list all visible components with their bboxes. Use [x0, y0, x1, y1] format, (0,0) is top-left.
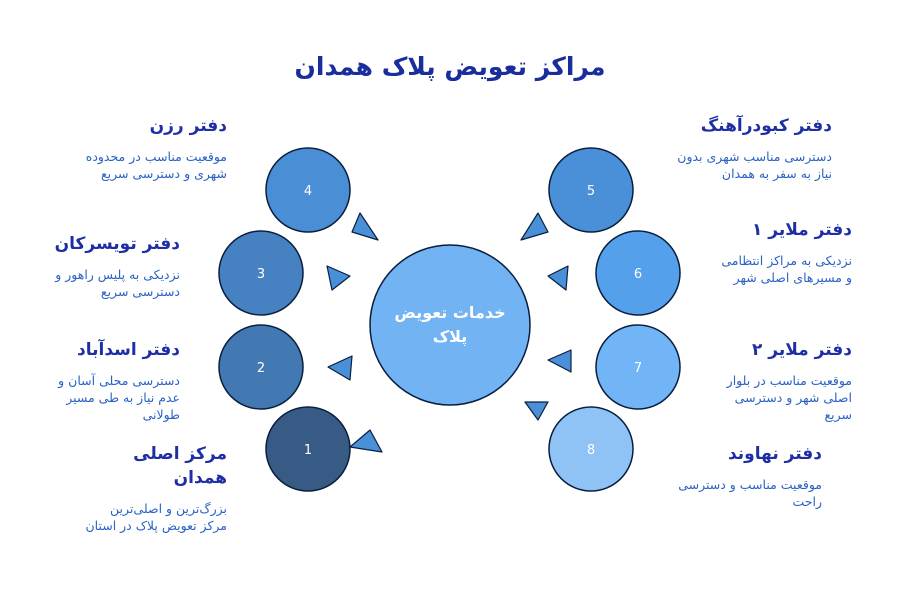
node-circle-2 [218, 324, 304, 410]
node-number-1: 1 [304, 443, 312, 458]
office-desc: دسترسی مناسب شهری بدون نیاز به سفر به هم… [677, 149, 832, 181]
node-number-4: 4 [304, 184, 312, 199]
node-number-2: 2 [257, 361, 265, 376]
page-title: مراکز تعویض پلاک همدان [294, 52, 606, 81]
office-name: دفتر نهاوند [727, 444, 822, 464]
office-desc: نزدیکی به پلیس راهور و دسترسی سریع [55, 267, 180, 299]
office-name: دفتر تویسرکان [54, 234, 180, 254]
node-circle-7 [595, 324, 681, 410]
office-block-8: دفتر نهاوند موقعیت مناسب و دسترسی راحت [672, 442, 822, 510]
node-circle-3 [218, 230, 304, 316]
center-circle [369, 244, 531, 406]
node-circle-4 [265, 147, 351, 233]
office-block-1: مرکز اصلی همدان بزرگ‌ترین و اصلی‌ترین مر… [80, 442, 227, 534]
node-number-3: 3 [257, 267, 265, 282]
connector-arrow [520, 212, 549, 241]
node-number-6: 6 [634, 267, 642, 282]
office-desc: موقعیت مناسب در محدوده شهری و دسترسی سری… [85, 149, 227, 181]
center-label-line-1: خدمات تعویض [394, 303, 505, 322]
office-desc: موقعیت مناسب در بلوار اصلی شهر و دسترسی … [726, 373, 852, 422]
node-circle-6 [595, 230, 681, 316]
node-number-5: 5 [587, 184, 595, 199]
node-number-7: 7 [634, 361, 642, 376]
node-circle-1 [265, 406, 351, 492]
office-block-4: دفتر رزن موقعیت مناسب در محدوده شهری و د… [55, 114, 227, 182]
connector-arrow [547, 349, 572, 373]
office-name: مرکز اصلی همدان [133, 444, 227, 488]
office-block-7: دفتر ملایر ۲ موقعیت مناسب در بلوار اصلی … [712, 338, 852, 423]
office-name: دفتر کبودرآهنگ [700, 116, 832, 136]
connector-arrow [349, 429, 383, 453]
connector-arrow [326, 265, 351, 291]
office-name: دفتر ملایر ۲ [752, 340, 852, 360]
node-circle-5 [548, 147, 634, 233]
center-label-line-2: پلاک [433, 327, 468, 347]
connector-arrow [547, 265, 569, 291]
office-name: دفتر رزن [149, 116, 227, 136]
connector-arrow [327, 355, 353, 381]
office-desc: موقعیت مناسب و دسترسی راحت [678, 477, 822, 509]
office-block-6: دفتر ملایر ۱ نزدیکی به مراکز انتظامی و م… [712, 218, 852, 286]
node-number-8: 8 [587, 443, 595, 458]
connector-arrow [524, 401, 549, 421]
office-name: دفتر ملایر ۱ [752, 220, 852, 240]
office-block-3: دفتر تویسرکان نزدیکی به پلیس راهور و دست… [40, 232, 180, 300]
office-desc: بزرگ‌ترین و اصلی‌ترین مرکز تعویض پلاک در… [85, 501, 227, 533]
connector-arrow [351, 212, 379, 241]
office-block-5: دفتر کبودرآهنگ دسترسی مناسب شهری بدون نی… [672, 114, 832, 182]
office-desc: نزدیکی به مراکز انتظامی و مسیرهای اصلی ش… [721, 253, 852, 285]
node-circle-8 [548, 406, 634, 492]
office-desc: دسترسی محلی آسان و عدم نیاز به طی مسیر ط… [58, 373, 180, 422]
office-name: دفتر اسدآباد [77, 340, 180, 360]
office-block-2: دفتر اسدآباد دسترسی محلی آسان و عدم نیاز… [40, 338, 180, 423]
